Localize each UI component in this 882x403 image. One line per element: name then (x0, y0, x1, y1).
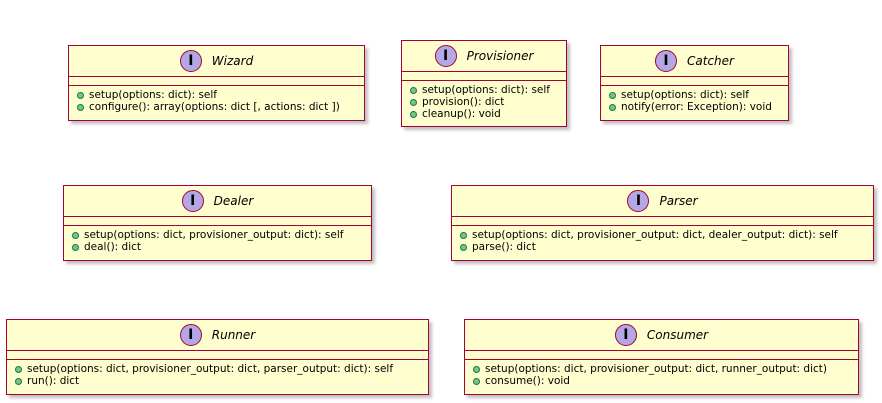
attributes-compartment (7, 351, 428, 360)
interface-provisioner: I Provisioner setup(options: dict): self… (401, 40, 567, 127)
interface-runner: I Runner setup(options: dict, provisione… (6, 319, 429, 395)
interface-header: I Wizard (69, 46, 364, 77)
interface-badge-icon: I (655, 50, 678, 72)
interface-header: I Consumer (465, 320, 858, 351)
method: cleanup(): void (410, 108, 562, 120)
interface-badge-icon: I (179, 324, 202, 346)
interface-name: Catcher (687, 54, 734, 68)
method: setup(options: dict, provisioner_output:… (15, 363, 424, 375)
public-method-icon (77, 103, 84, 111)
method-signature: cleanup(): void (422, 108, 501, 120)
interface-catcher: I Catcher setup(options: dict): self not… (600, 45, 789, 121)
public-method-icon (460, 231, 467, 239)
method: run(): dict (15, 375, 424, 387)
methods-compartment: setup(options: dict): self notify(error:… (601, 86, 788, 116)
interface-badge-icon: I (179, 50, 202, 72)
method-signature: configure(): array(options: dict [, acti… (89, 101, 340, 113)
method: notify(error: Exception): void (609, 101, 784, 113)
method: setup(options: dict): self (410, 84, 562, 96)
public-method-icon (410, 110, 417, 118)
attributes-compartment (601, 77, 788, 86)
interface-header: I Provisioner (402, 41, 566, 72)
interface-badge-icon: I (614, 324, 637, 346)
methods-compartment: setup(options: dict): self provision(): … (402, 81, 566, 123)
method-signature: provision(): dict (422, 96, 505, 108)
attributes-compartment (452, 217, 873, 226)
interface-badge-icon: I (181, 190, 204, 212)
method-signature: run(): dict (27, 375, 80, 387)
interface-badge-icon: I (627, 190, 650, 212)
public-method-icon (410, 86, 417, 94)
interface-header: I Catcher (601, 46, 788, 77)
interface-consumer: I Consumer setup(options: dict, provisio… (464, 319, 859, 395)
method: consume(): void (473, 375, 854, 387)
method: setup(options: dict): self (77, 89, 360, 101)
interface-name: Parser (659, 194, 698, 208)
interface-wizard: I Wizard setup(options: dict): self conf… (68, 45, 365, 121)
public-method-icon (460, 243, 467, 251)
method-signature: setup(options: dict, provisioner_output:… (84, 229, 344, 241)
methods-compartment: setup(options: dict, provisioner_output:… (64, 226, 371, 256)
interface-name: Provisioner (466, 49, 534, 63)
attributes-compartment (402, 72, 566, 81)
method-signature: notify(error: Exception): void (621, 101, 772, 113)
public-method-icon (72, 243, 79, 251)
public-method-icon (410, 98, 417, 106)
method: setup(options: dict, provisioner_output:… (473, 363, 854, 375)
interface-name: Dealer (213, 194, 254, 208)
method: provision(): dict (410, 96, 562, 108)
interface-name: Wizard (211, 54, 254, 68)
method-signature: setup(options: dict): self (89, 89, 217, 101)
method-signature: parse(): dict (472, 241, 536, 253)
methods-compartment: setup(options: dict): self configure(): … (69, 86, 364, 116)
interface-dealer: I Dealer setup(options: dict, provisione… (63, 185, 372, 261)
interface-header: I Runner (7, 320, 428, 351)
method: deal(): dict (72, 241, 367, 253)
method-signature: setup(options: dict): self (422, 84, 550, 96)
attributes-compartment (465, 351, 858, 360)
interface-name: Runner (211, 328, 256, 342)
method-signature: setup(options: dict, provisioner_output:… (27, 363, 394, 375)
method: configure(): array(options: dict [, acti… (77, 101, 360, 113)
methods-compartment: setup(options: dict, provisioner_output:… (465, 360, 858, 390)
method: parse(): dict (460, 241, 869, 253)
interface-header: I Parser (452, 186, 873, 217)
public-method-icon (473, 365, 480, 373)
public-method-icon (609, 91, 616, 99)
method-signature: deal(): dict (84, 241, 142, 253)
method-signature: setup(options: dict, provisioner_output:… (472, 229, 838, 241)
method-signature: consume(): void (485, 375, 570, 387)
method: setup(options: dict): self (609, 89, 784, 101)
attributes-compartment (64, 217, 371, 226)
attributes-compartment (69, 77, 364, 86)
public-method-icon (15, 365, 22, 373)
method-signature: setup(options: dict): self (621, 89, 749, 101)
method: setup(options: dict, provisioner_output:… (460, 229, 869, 241)
public-method-icon (609, 103, 616, 111)
methods-compartment: setup(options: dict, provisioner_output:… (7, 360, 428, 390)
public-method-icon (77, 91, 84, 99)
interface-name: Consumer (646, 328, 709, 342)
public-method-icon (15, 377, 22, 385)
public-method-icon (72, 231, 79, 239)
interface-header: I Dealer (64, 186, 371, 217)
methods-compartment: setup(options: dict, provisioner_output:… (452, 226, 873, 256)
method: setup(options: dict, provisioner_output:… (72, 229, 367, 241)
interface-badge-icon: I (434, 45, 457, 67)
public-method-icon (473, 377, 480, 385)
interface-parser: I Parser setup(options: dict, provisione… (451, 185, 874, 261)
method-signature: setup(options: dict, provisioner_output:… (485, 363, 827, 375)
